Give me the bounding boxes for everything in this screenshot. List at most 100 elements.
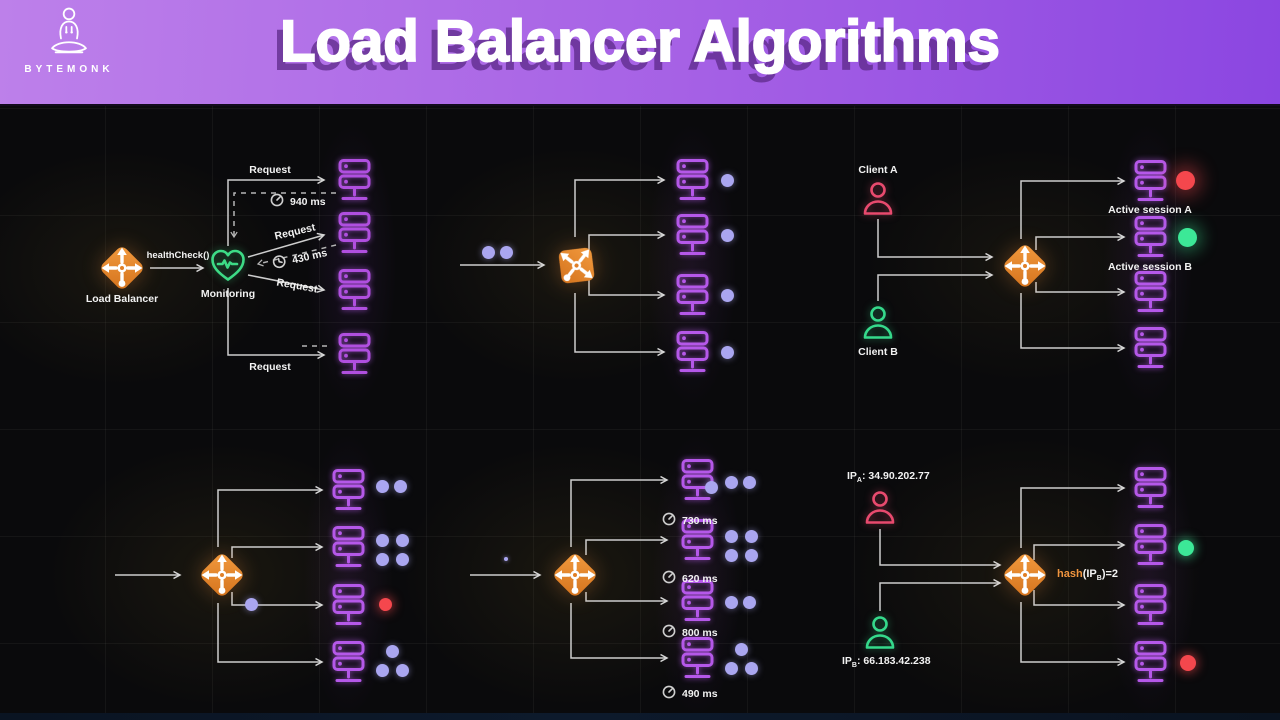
hashed-session-dot (1180, 655, 1196, 671)
load-balancer-icon (547, 547, 603, 608)
panel-least-response-time: 730 ms 620 ms 800 ms 490 ms (440, 440, 790, 720)
client-b-label: Client B (858, 346, 898, 358)
request-dot (245, 598, 258, 611)
status-dot-green (1178, 228, 1197, 247)
hash-fn-name: hash (1057, 568, 1083, 580)
inflight-request-dot (245, 598, 258, 611)
server-icon (1132, 583, 1168, 632)
timer-430ms: 430 ms (271, 244, 329, 273)
request-dot (745, 662, 758, 675)
request-dot (721, 346, 734, 359)
server-icon (330, 468, 366, 517)
hash-fn-sub: B (1096, 575, 1102, 583)
request-dot (500, 246, 513, 259)
server-icon (336, 268, 372, 317)
request-dot (745, 530, 758, 543)
server-icon (336, 332, 372, 381)
session-status-dot (1176, 171, 1195, 190)
gauge-icon (662, 512, 676, 529)
hash-fn-result: )=2 (1101, 568, 1119, 580)
request-dot (735, 643, 748, 656)
brand-text: BYTEMONK (24, 64, 114, 75)
request-dot (376, 480, 389, 493)
server-load-dots (721, 229, 734, 242)
panel-ip-hash: IPA: 34.90.202.77 IPB: 66.183.42.238 has… (820, 440, 1280, 720)
status-dot-red (1176, 171, 1195, 190)
server-icon (674, 213, 710, 262)
incoming-request-dot (504, 557, 508, 561)
server-icon (336, 211, 372, 260)
server-icon (679, 636, 715, 685)
clock-icon (271, 253, 288, 273)
client-a-label: Client A (858, 164, 898, 176)
server-icon (1132, 466, 1168, 515)
load-balancer-label: Load Balancer (85, 293, 159, 305)
request-dot (725, 476, 738, 489)
server-icon (679, 579, 715, 628)
server-load-dots (725, 530, 758, 562)
server-icon (336, 158, 372, 207)
gauge-icon (662, 624, 676, 641)
connector-lines (879, 483, 1126, 667)
response-time-value: 730 ms (682, 514, 718, 527)
request-dot (725, 530, 738, 543)
response-time-620ms: 620 ms (662, 570, 718, 587)
client-a-icon (863, 489, 897, 532)
connector-lines (150, 175, 337, 360)
server-icon (1132, 326, 1168, 375)
monk-icon (14, 6, 124, 62)
ip-label-prefix: IP (842, 655, 852, 667)
response-time-value: 800 ms (682, 626, 718, 639)
request-dot (721, 229, 734, 242)
request-dot (743, 596, 756, 609)
request-dot (725, 549, 738, 562)
request-dot (386, 645, 399, 658)
gauge-icon (662, 685, 676, 702)
monitoring-heart-icon (209, 248, 247, 289)
request-dot (376, 553, 389, 566)
load-balancer-icon (94, 240, 150, 301)
request-dot (721, 174, 734, 187)
active-session-a-label: Active session A (1108, 204, 1192, 216)
request-label: Request (249, 164, 291, 176)
request-dot (705, 481, 718, 494)
background-grid (0, 104, 1280, 720)
response-time-value: 620 ms (682, 572, 718, 585)
response-time-730ms: 730 ms (662, 512, 718, 529)
server-icon (674, 273, 710, 322)
server-icon (679, 518, 715, 567)
connector-lines (877, 176, 1126, 353)
server-icon (330, 583, 366, 632)
request-dot (743, 476, 756, 489)
request-dot (396, 534, 409, 547)
server-connection-dots (376, 534, 409, 566)
request-dot (725, 596, 738, 609)
connector-lines (115, 485, 324, 667)
request-dot (396, 553, 409, 566)
server-load-dots (721, 174, 734, 187)
ip-label-sub: B (851, 662, 857, 670)
status-dot-green (1178, 540, 1194, 556)
ip-label-sub: A (856, 477, 862, 485)
incoming-request-dots (482, 246, 513, 259)
page-title: Load Balancer Algorithms (279, 8, 1001, 75)
status-dot-red (379, 598, 392, 611)
processing-dot (705, 481, 718, 494)
server-icon (1132, 270, 1168, 319)
server-connection-dots (379, 598, 392, 611)
header-banner: BYTEMONK Load Balancer Algorithms (0, 0, 1280, 106)
server-icon (1132, 159, 1168, 208)
timer-value: 940 ms (290, 195, 326, 208)
server-icon (1132, 523, 1168, 572)
active-session-b-label: Active session B (1107, 261, 1193, 273)
request-label: Request (249, 361, 291, 373)
gauge-icon (662, 570, 676, 587)
server-load-dots (721, 346, 734, 359)
server-load-dots (725, 476, 756, 489)
stopwatch-icon (270, 193, 284, 210)
hash-fn-open: (IP (1082, 568, 1097, 580)
load-balancer-icon (997, 547, 1053, 608)
ip-label-value: : 66.183.42.238 (856, 655, 931, 667)
request-dot (482, 246, 495, 259)
response-time-490ms: 490 ms (662, 685, 718, 702)
